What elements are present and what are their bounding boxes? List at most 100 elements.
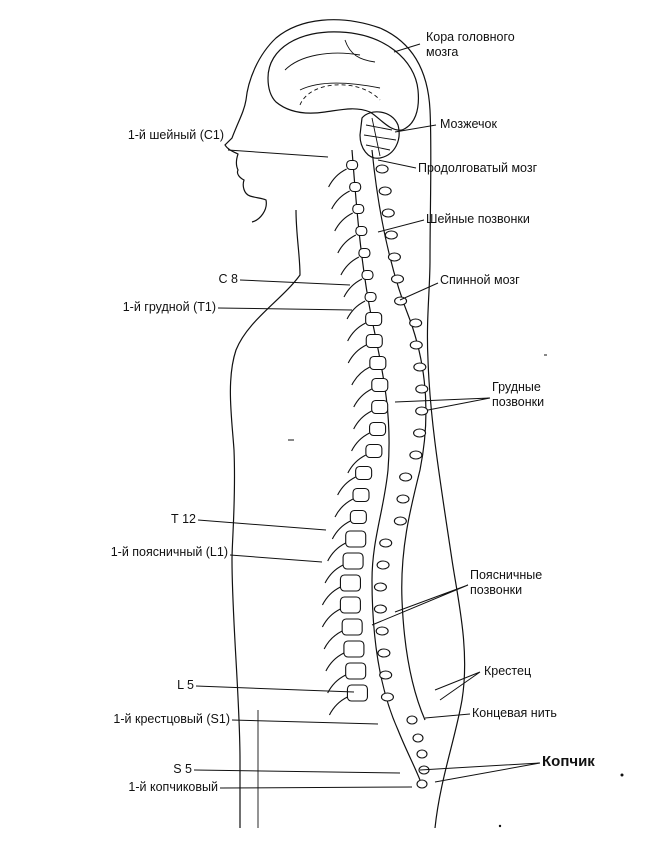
vertebra-body [371, 377, 389, 393]
vertebra-body [358, 247, 371, 259]
nerve-root [353, 410, 372, 430]
spinous-process [415, 384, 429, 394]
spinous-process [384, 230, 398, 240]
vertebra-body [345, 662, 367, 680]
vertebra-body [369, 355, 387, 371]
sacral-segment [416, 779, 428, 789]
nerve-root [328, 168, 347, 188]
label-thoracic-vertebrae: Грудные позвонки [492, 380, 545, 409]
vertebra-body [346, 684, 368, 702]
vertebra-body [339, 574, 361, 592]
label-medulla: Продолговатый мозг [418, 161, 538, 175]
cerebellum [359, 111, 400, 159]
brain-cortex [267, 31, 420, 131]
sacral-segment [416, 749, 428, 759]
spinous-process [409, 340, 423, 350]
label-sacrum: Крестец [484, 664, 532, 678]
spinous-process [373, 582, 387, 592]
vertebra-body [349, 509, 367, 525]
vertebra-body [345, 530, 367, 548]
spinous-process [413, 362, 427, 372]
nerve-root [328, 696, 348, 716]
nerve-root [331, 520, 351, 540]
spinous-process [399, 472, 413, 482]
vertebra-body [342, 552, 364, 570]
nerve-root [325, 652, 345, 672]
nerve-roots [321, 168, 373, 716]
label-lumbar-vertebrae: Поясничные позвонки [470, 568, 543, 597]
nerve-root [331, 190, 350, 210]
label-cervical-vertebrae: Шейные позвонки [426, 212, 530, 226]
vertebra-body [343, 640, 365, 658]
nerve-root [343, 278, 363, 298]
sacral-segment [406, 715, 418, 725]
spinous-process [409, 318, 423, 328]
spinous-process [409, 450, 423, 460]
body-outline [224, 19, 466, 829]
spinous-process [379, 538, 393, 548]
spinous-process [380, 692, 394, 702]
label-cortex: Кора головного мозга [426, 30, 515, 59]
label-l5: L 5 [177, 678, 194, 692]
vertebra-body [355, 465, 373, 481]
sacral-segment [412, 733, 424, 743]
spinous-process [377, 648, 391, 658]
nerve-root [323, 630, 343, 650]
label-l1: 1-й поясничный (L1) [110, 545, 228, 559]
spinous-process [413, 428, 427, 438]
spinous-process [375, 626, 389, 636]
nerve-root [347, 454, 367, 474]
spinous-process [393, 516, 407, 526]
spinous-process [390, 274, 405, 284]
leader-lines [193, 43, 541, 789]
vertebrae [339, 159, 430, 789]
label-c1: 1-й шейный (С1) [127, 128, 224, 142]
spinous-process [376, 560, 390, 570]
label-co1: 1-й копчиковый [128, 780, 218, 794]
vertebra-body [365, 443, 383, 459]
label-spinal-cord: Спинной мозг [440, 273, 520, 287]
vertebra-body [361, 269, 374, 281]
vertebra-body [352, 487, 370, 503]
spinous-process [415, 406, 429, 416]
vertebra-body [355, 225, 368, 237]
specks [288, 354, 624, 828]
nerve-root [327, 542, 346, 562]
vertebra-body [364, 291, 377, 303]
spinous-process [378, 186, 392, 196]
vertebra-body [341, 618, 363, 636]
vertebra-body [339, 596, 361, 614]
spinous-process [394, 296, 408, 306]
nerve-root [321, 608, 341, 628]
nerve-root [334, 498, 354, 518]
nerve-root [327, 674, 346, 694]
nerve-root [321, 586, 341, 606]
nerve-root [340, 256, 360, 276]
label-s5: S 5 [173, 762, 192, 776]
nerve-root [351, 366, 371, 386]
spinous-process [375, 164, 389, 174]
nerve-root [337, 234, 357, 254]
label-t12: Т 12 [170, 512, 196, 526]
spinous-process [381, 208, 395, 218]
spinous-process [387, 252, 401, 262]
vertebra-body [352, 203, 365, 215]
spinous-process [396, 494, 410, 504]
label-s1: 1-й крестцовый (S1) [113, 712, 230, 726]
label-coccyx: Копчик [542, 753, 595, 770]
label-t1: 1-й грудной (Т1) [122, 300, 216, 314]
label-filum-terminale: Концевая нить [472, 706, 557, 720]
vertebra-body [349, 181, 362, 193]
nerve-root [334, 212, 354, 232]
nerve-root [351, 432, 370, 452]
nerve-root [347, 322, 366, 342]
label-c8: С 8 [218, 272, 238, 286]
spinous-process [373, 604, 387, 614]
vertebra-body [371, 399, 389, 415]
nerve-root [324, 564, 344, 584]
vertebra-body [365, 333, 383, 349]
vertebra-body [346, 159, 359, 171]
nerve-root [346, 300, 366, 320]
nerve-root [353, 388, 373, 408]
